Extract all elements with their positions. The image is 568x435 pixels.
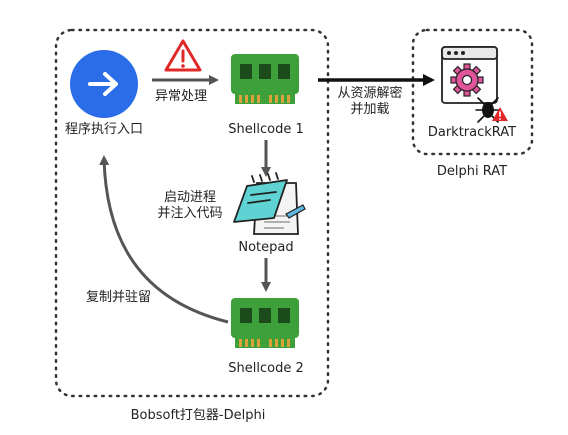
packer-container-label: Bobsoft打包器-Delphi — [130, 408, 266, 423]
decrypt-label-line2: 并加载 — [350, 102, 390, 117]
rat-container-border — [411, 28, 534, 156]
notepad-icon — [233, 172, 306, 235]
decrypt-label-line1: 从资源解密 — [337, 86, 403, 101]
malware-window-icon — [441, 46, 508, 123]
rat-container-label: Delphi RAT — [436, 164, 508, 179]
start-process-label: 启动进程 — [163, 190, 216, 205]
shellcode2-label: Shellcode 2 — [228, 361, 304, 376]
entry-label: 程序执行入口 — [64, 122, 143, 137]
inject-code-label: 并注入代码 — [157, 206, 223, 221]
darktrack-label: DarktrackRAT — [427, 125, 517, 140]
memory-chip-icon — [231, 298, 299, 348]
exception-label: 异常处理 — [155, 89, 208, 104]
packer-container-border — [54, 28, 330, 398]
warning-icon — [164, 39, 202, 72]
edge-persist-arrow — [99, 155, 229, 324]
notepad-label: Notepad — [238, 240, 294, 255]
memory-chip-icon — [231, 54, 299, 104]
arrow-right-circle-icon — [70, 50, 138, 118]
persist-label: 复制并驻留 — [86, 290, 152, 305]
shellcode1-label: Shellcode 1 — [228, 122, 304, 137]
